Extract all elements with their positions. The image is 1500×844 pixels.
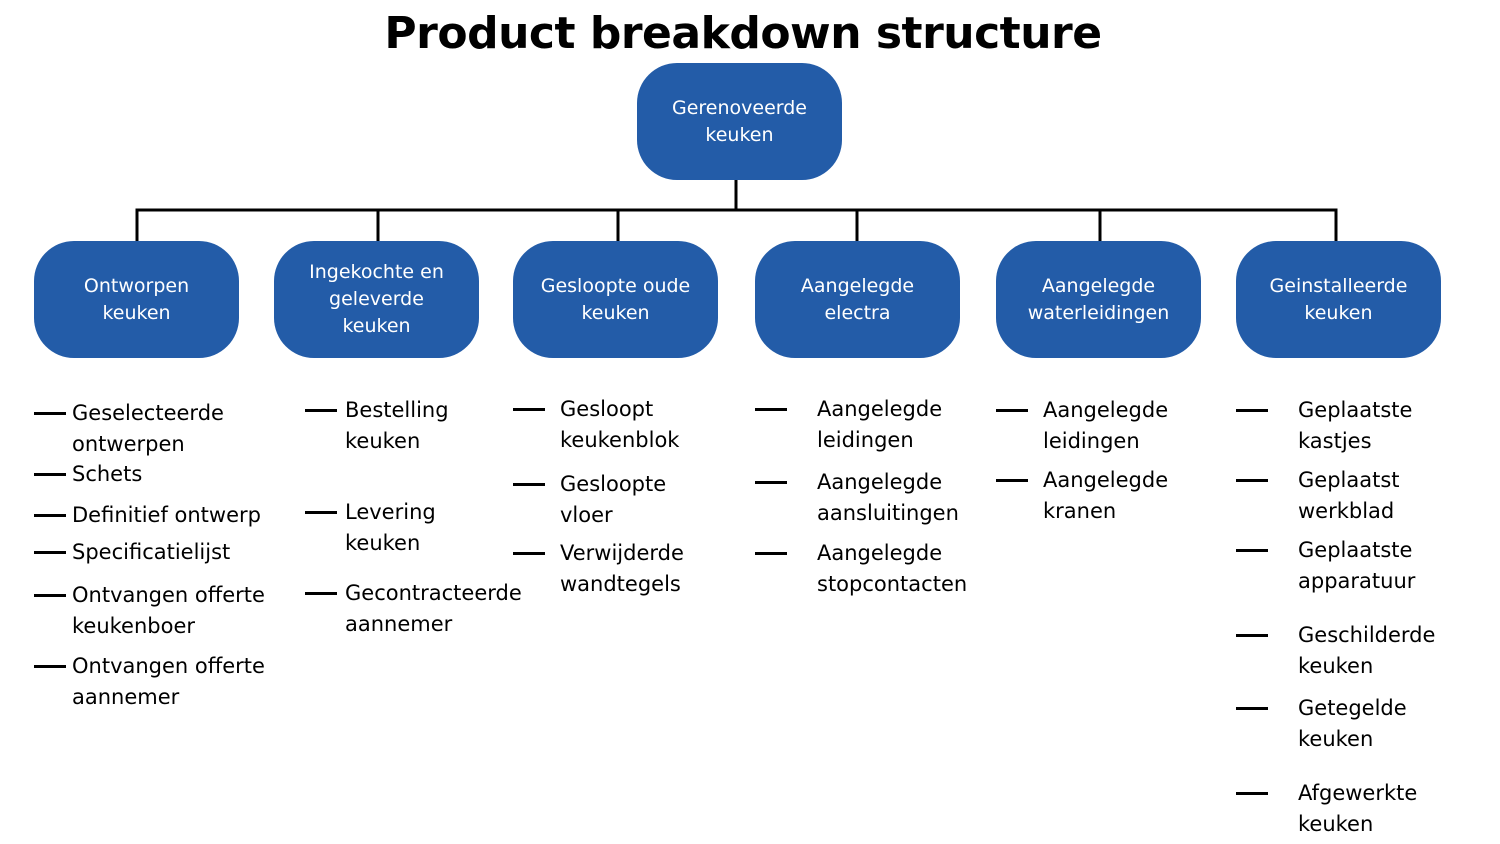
leaf-label: Aangelegde aansluitingen bbox=[817, 470, 959, 525]
leaf-label: Bestelling keuken bbox=[345, 398, 449, 453]
leaf-dash-marker bbox=[996, 479, 1028, 482]
leaf-label: Geplaatst werkblad bbox=[1298, 468, 1400, 523]
leaf-dash-marker bbox=[1236, 707, 1268, 710]
leaf-dash-marker bbox=[34, 551, 66, 554]
leaf-label: Specificatielijst bbox=[72, 540, 231, 564]
leaf-label: Geschilderde keuken bbox=[1298, 623, 1436, 678]
leaf-dash-marker bbox=[1236, 549, 1268, 552]
leaf-dash-marker bbox=[755, 552, 787, 555]
leaf-dash-marker bbox=[305, 592, 337, 595]
leaf-dash-marker bbox=[1236, 409, 1268, 412]
leaf-label: Ontvangen offerte keukenboer bbox=[72, 583, 265, 638]
leaf-dash-marker bbox=[34, 514, 66, 517]
leaf-label: Levering keuken bbox=[345, 500, 436, 555]
leaf-dash-marker bbox=[996, 409, 1028, 412]
leaf-dash-marker bbox=[513, 408, 545, 411]
branch-node-ontworpen-keuken: Ontworpen keuken bbox=[34, 241, 239, 358]
leaf-dash-marker bbox=[34, 412, 66, 415]
root-node-renovated-kitchen: Gerenoveerde keuken bbox=[637, 63, 842, 180]
leaf-label: Definitief ontwerp bbox=[72, 503, 261, 527]
leaf-label: Geselecteerde ontwerpen bbox=[72, 401, 224, 456]
branch-node-geinstalleerde-keuken: Geinstalleerde keuken bbox=[1236, 241, 1441, 358]
leaf-label: Verwijderde wandtegels bbox=[560, 541, 684, 596]
leaf-dash-marker bbox=[305, 511, 337, 514]
leaf-dash-marker bbox=[34, 594, 66, 597]
leaf-label: Schets bbox=[72, 462, 143, 486]
leaf-dash-marker bbox=[1236, 479, 1268, 482]
leaf-label: Aangelegde leidingen bbox=[1043, 398, 1169, 453]
leaf-label: Aangelegde kranen bbox=[1043, 468, 1169, 523]
leaf-label: Aangelegde leidingen bbox=[817, 397, 943, 452]
leaf-label: Geplaatste apparatuur bbox=[1298, 538, 1416, 593]
branch-node-gesloopte-oude-keuken: Gesloopte oude keuken bbox=[513, 241, 718, 358]
leaf-dash-marker bbox=[513, 552, 545, 555]
leaf-label: Getegelde keuken bbox=[1298, 696, 1407, 751]
branch-node-ingekochte-en-geleverde-keuken: Ingekochte en geleverde keuken bbox=[274, 241, 479, 358]
leaf-label: Geplaatste kastjes bbox=[1298, 398, 1413, 453]
leaf-label: Ontvangen offerte aannemer bbox=[72, 654, 265, 709]
leaf-label: Aangelegde stopcontacten bbox=[817, 541, 968, 596]
leaf-dash-marker bbox=[513, 483, 545, 486]
leaf-dash-marker bbox=[755, 408, 787, 411]
leaf-label: Gesloopte vloer bbox=[560, 472, 667, 527]
leaf-dash-marker bbox=[34, 473, 66, 476]
leaf-label: Gesloopt keukenblok bbox=[560, 397, 680, 452]
leaf-label: Gecontracteerde aannemer bbox=[345, 581, 522, 636]
leaf-dash-marker bbox=[1236, 792, 1268, 795]
branch-node-aangelegde-electra: Aangelegde electra bbox=[755, 241, 960, 358]
leaf-label: Afgewerkte keuken bbox=[1298, 781, 1418, 836]
leaf-dash-marker bbox=[34, 665, 66, 668]
branch-node-aangelegde-waterleidingen: Aangelegde waterleidingen bbox=[996, 241, 1201, 358]
diagram-title: Product breakdown structure bbox=[384, 8, 1102, 59]
leaf-dash-marker bbox=[1236, 634, 1268, 637]
leaf-dash-marker bbox=[305, 409, 337, 412]
leaf-dash-marker bbox=[755, 481, 787, 484]
